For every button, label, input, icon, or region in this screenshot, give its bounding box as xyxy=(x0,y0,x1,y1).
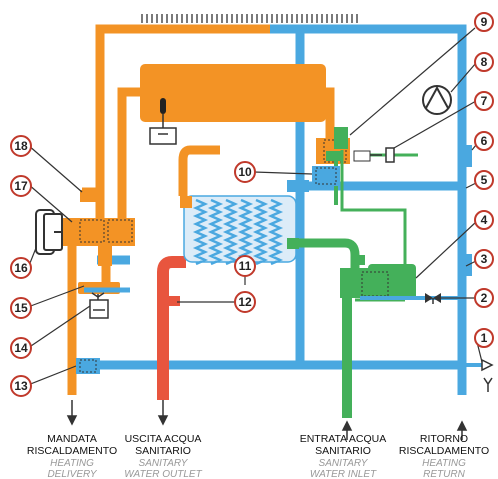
svg-text:HEATING: HEATING xyxy=(50,458,94,469)
hx-port-green xyxy=(287,238,299,249)
safety-valve xyxy=(84,287,130,319)
svg-text:SANITARY: SANITARY xyxy=(319,458,369,469)
gas-valve-motor xyxy=(35,209,63,255)
svg-text:ENTRATA ACQUA: ENTRATA ACQUA xyxy=(300,433,387,445)
svg-text:2: 2 xyxy=(481,291,488,305)
svg-text:14: 14 xyxy=(14,341,28,355)
svg-text:6: 6 xyxy=(481,134,488,148)
callout-leaders xyxy=(27,27,483,386)
svg-text:SANITARY: SANITARY xyxy=(139,458,189,469)
svg-text:HEATING: HEATING xyxy=(422,458,466,469)
svg-text:3: 3 xyxy=(481,252,488,266)
svg-text:7: 7 xyxy=(481,94,488,108)
badge-1: 1 xyxy=(474,328,494,348)
svg-text:13: 13 xyxy=(14,379,28,393)
badge-14: 14 xyxy=(10,337,32,359)
svg-text:MANDATA: MANDATA xyxy=(47,433,97,445)
svg-text:10: 10 xyxy=(238,165,252,179)
combustion-chamber xyxy=(140,64,326,145)
svg-text:USCITA ACQUA: USCITA ACQUA xyxy=(125,433,202,445)
badge-2: 2 xyxy=(474,288,494,308)
badge-15: 15 xyxy=(10,297,32,319)
diverter-valve-body xyxy=(61,218,135,266)
sanitary-inlet-stub xyxy=(355,255,365,265)
plate-chevron xyxy=(267,198,284,266)
svg-text:15: 15 xyxy=(14,301,28,315)
badge-16: 16 xyxy=(10,257,32,279)
svg-text:17: 17 xyxy=(14,179,28,193)
primary-heat-exchanger-fins xyxy=(141,14,358,23)
badge-11: 11 xyxy=(234,255,256,277)
svg-text:RISCALDAMENTO: RISCALDAMENTO xyxy=(399,445,489,457)
svg-text:RISCALDAMENTO: RISCALDAMENTO xyxy=(27,445,117,457)
badge-18: 18 xyxy=(10,135,32,157)
svg-text:DELIVERY: DELIVERY xyxy=(47,469,97,479)
svg-text:16: 16 xyxy=(14,261,28,275)
label-heating-return: RITORNO RISCALDAMENTO HEATING RETURN xyxy=(399,433,489,479)
badge-13: 13 xyxy=(10,375,32,397)
heat-exchanger-plates xyxy=(192,198,284,266)
badge-6: 6 xyxy=(474,131,494,151)
svg-text:WATER OUTLET: WATER OUTLET xyxy=(124,469,202,479)
pressure-switch xyxy=(326,127,371,162)
orange-stub xyxy=(80,190,102,202)
badge-3: 3 xyxy=(474,249,494,269)
badge-5: 5 xyxy=(474,170,494,190)
svg-text:5: 5 xyxy=(481,173,488,187)
label-sanitary-outlet: USCITA ACQUA SANITARIO SANITARY WATER OU… xyxy=(124,433,202,479)
flow-arrows xyxy=(66,400,468,440)
svg-text:9: 9 xyxy=(481,15,488,29)
circulation-pump xyxy=(422,85,452,115)
filling-tap xyxy=(462,358,494,392)
svg-text:RETURN: RETURN xyxy=(423,469,465,479)
sanitary-outlet-stub xyxy=(166,296,180,306)
svg-text:SANITARIO: SANITARIO xyxy=(135,445,191,457)
plate-chevron xyxy=(237,198,254,266)
air-vent xyxy=(370,147,395,163)
svg-text:1: 1 xyxy=(481,331,488,345)
svg-text:8: 8 xyxy=(481,55,488,69)
sanitary-outlet-pipe xyxy=(157,256,186,400)
badge-12: 12 xyxy=(234,291,256,313)
plate-heat-exchanger xyxy=(183,195,297,266)
badge-17: 17 xyxy=(10,175,32,197)
bypass-valve xyxy=(312,166,340,186)
hx-port-cold-out xyxy=(287,180,309,192)
badge-9: 9 xyxy=(474,12,494,32)
badge-10: 10 xyxy=(234,161,256,183)
label-sanitary-inlet: ENTRATA ACQUA SANITARIO SANITARY WATER I… xyxy=(300,433,387,479)
svg-text:WATER INLET: WATER INLET xyxy=(310,469,377,479)
plate-chevron xyxy=(192,198,209,266)
svg-text:RITORNO: RITORNO xyxy=(420,433,468,445)
label-heating-delivery: MANDATA RISCALDAMENTO HEATING DELIVERY xyxy=(27,433,117,479)
return-stubs xyxy=(458,145,472,276)
svg-text:12: 12 xyxy=(238,295,252,309)
plate-chevron xyxy=(222,198,239,266)
plate-chevron xyxy=(207,198,224,266)
svg-text:4: 4 xyxy=(481,213,488,227)
flow-switch-block xyxy=(340,264,416,300)
badge-8: 8 xyxy=(474,52,494,72)
callout-badges: 9 8 7 6 5 4 3 2 1 10 11 12 13 14 15 16 1… xyxy=(10,12,494,397)
filter xyxy=(76,358,100,374)
svg-text:SANITARIO: SANITARIO xyxy=(315,445,371,457)
svg-text:18: 18 xyxy=(14,139,28,153)
svg-text:11: 11 xyxy=(239,259,252,273)
badge-4: 4 xyxy=(474,210,494,230)
plate-chevron xyxy=(252,198,269,266)
hx-port-hot-in xyxy=(180,196,192,208)
badge-7: 7 xyxy=(474,91,494,111)
